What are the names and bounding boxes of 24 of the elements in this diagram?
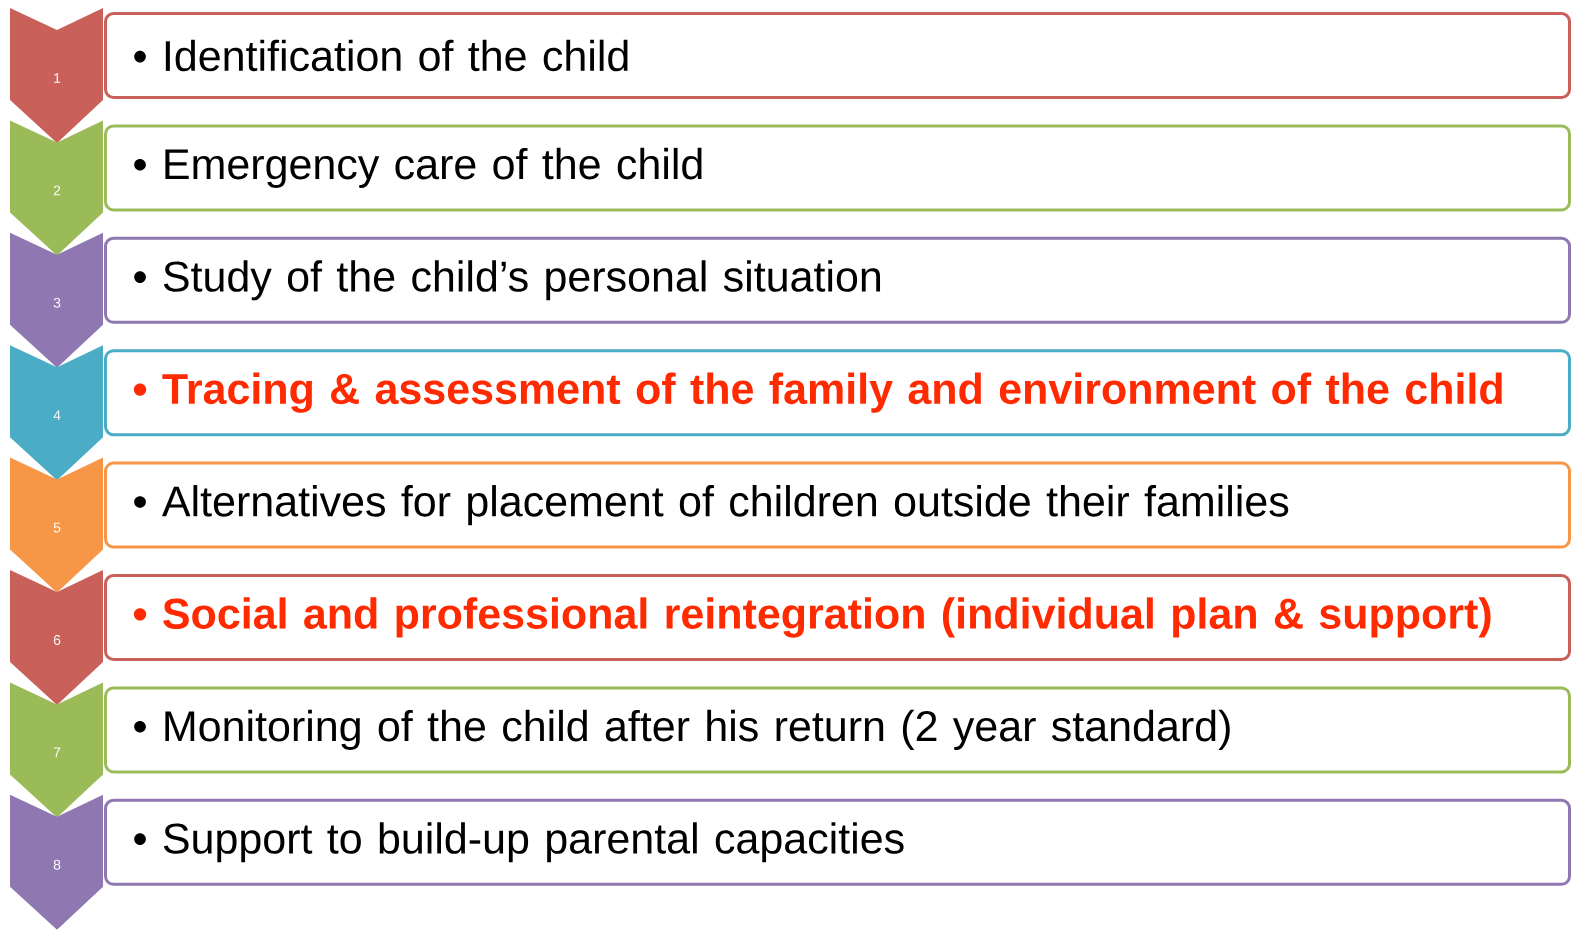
node-label: 4 — [53, 410, 61, 421]
step-box: • Tracing & assessment of the family and environment of the child — [104, 349, 1571, 437]
step-box: • Alternatives for placement of children outside their families — [104, 461, 1571, 549]
step-number-tab: 4 — [10, 345, 103, 481]
step-number-tab: 7 — [10, 682, 103, 818]
step-box: • Monitoring of the child after his return (2 year standard) — [104, 686, 1571, 774]
step-box: • Emergency care of the child — [104, 124, 1571, 212]
step-number-tab: 2 — [10, 120, 103, 256]
step-box: • Identification of the child — [104, 12, 1571, 99]
step-box: • Social and professional reintegration (individual plan & support) — [104, 574, 1571, 661]
step-number-tab: 8 — [10, 794, 103, 930]
step-box: • Support to build-up parental capacities — [104, 798, 1571, 886]
step-number-tab: 3 — [10, 232, 103, 368]
node-label: 2 — [53, 185, 61, 196]
step-number-tab: 6 — [10, 570, 103, 705]
node-label: 7 — [53, 747, 61, 758]
node-label: 5 — [53, 522, 61, 533]
step-number-tab: 5 — [10, 457, 103, 593]
node-label: 1 — [54, 73, 61, 83]
node-label: 6 — [53, 635, 61, 645]
node-label: 3 — [53, 297, 61, 308]
step-box: • Study of the child’s personal situation — [104, 236, 1571, 324]
step-number-tab: 1 — [10, 8, 103, 143]
node-label: 8 — [53, 859, 61, 870]
